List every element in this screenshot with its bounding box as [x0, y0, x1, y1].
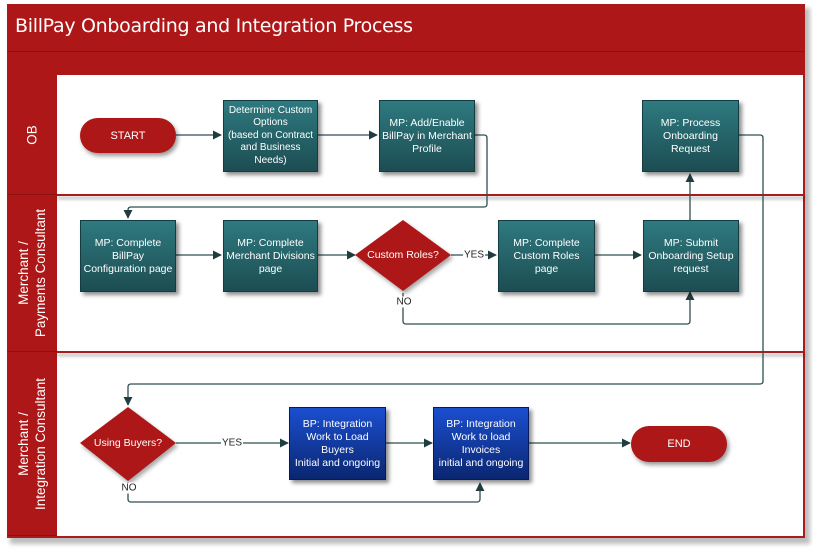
complete-billpay-configuration-step[interactable]: MP: Complete BillPay Configuration page — [80, 220, 176, 292]
custom-roles-yes-label: YES — [462, 249, 486, 261]
lane-header-ob: OB — [7, 75, 57, 195]
lane-header-merchant-payments: Merchant / Payments Consultant — [7, 195, 57, 352]
lane-divider — [57, 194, 805, 196]
complete-merchant-divisions-step[interactable]: MP: Complete Merchant Divisions page — [223, 220, 318, 292]
using-buyers-yes-label: YES — [220, 437, 244, 449]
end-terminator[interactable]: END — [631, 426, 727, 462]
lane-header-merchant-integration: Merchant / Integration Consultant — [7, 352, 57, 536]
submit-onboarding-setup-step[interactable]: MP: Submit Onboarding Setup request — [643, 220, 739, 292]
custom-roles-decision-shape — [355, 220, 451, 291]
custom-roles-no-label: NO — [395, 296, 413, 308]
custom-roles-decision-label: Custom Roles? — [367, 249, 439, 261]
lane-divider — [57, 351, 805, 353]
using-buyers-no-label: NO — [120, 482, 138, 494]
determine-custom-options-step[interactable]: Determine Custom Options (based on Contr… — [223, 100, 318, 172]
load-invoices-step[interactable]: BP: Integration Work to load Invoices in… — [433, 407, 529, 480]
start-terminator[interactable]: START — [80, 118, 176, 153]
title-sub-bar — [7, 52, 805, 75]
add-enable-billpay-step[interactable]: MP: Add/Enable BillPay in Merchant Profi… — [379, 100, 475, 172]
using-buyers-decision-shape — [80, 407, 176, 481]
connector-using-buyers-no-to-load-invoices — [127, 482, 485, 503]
load-buyers-step[interactable]: BP: Integration Work to Load Buyers Init… — [289, 407, 386, 480]
process-onboarding-request-step[interactable]: MP: Process Onboarding Request — [642, 100, 739, 172]
connector-decision-no-to-submit — [402, 291, 695, 325]
connector-add-enable-to-billpay-config — [123, 134, 488, 219]
diagram-title: BillPay Onboarding and Integration Proce… — [15, 15, 413, 37]
using-buyers-decision-label: Using Buyers? — [93, 437, 163, 449]
connector-process-onboarding-to-using-buyers — [123, 134, 764, 406]
complete-custom-roles-step[interactable]: MP: Complete Custom Roles page — [498, 220, 595, 292]
title-bar: BillPay Onboarding and Integration Proce… — [7, 4, 805, 52]
